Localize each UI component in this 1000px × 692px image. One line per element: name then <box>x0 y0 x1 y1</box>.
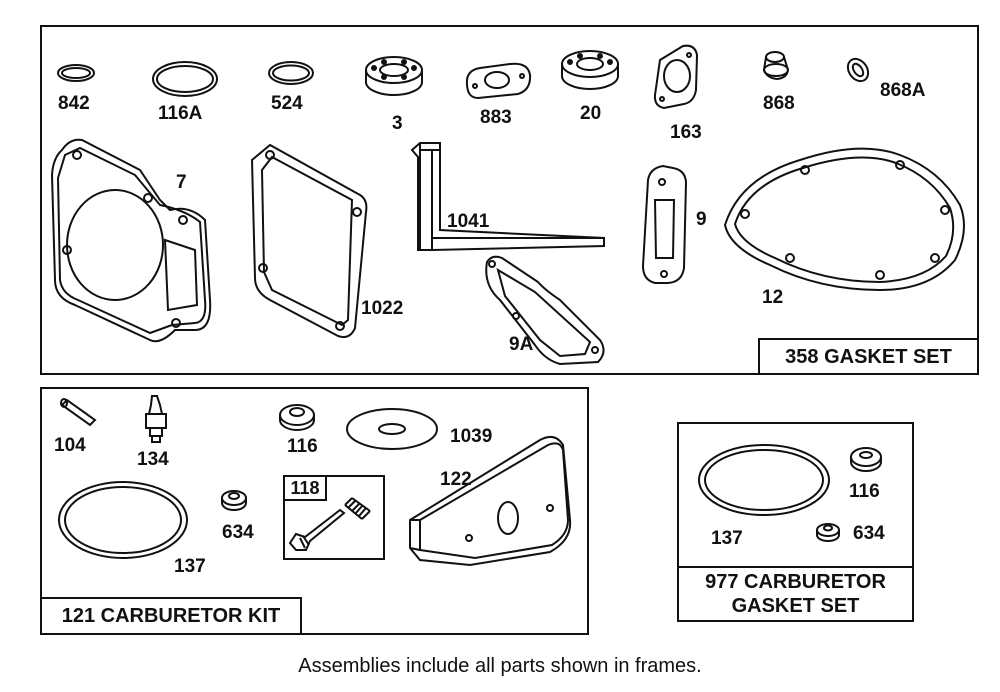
label-842: 842 <box>58 93 90 114</box>
label-20: 20 <box>580 103 602 124</box>
carb-gasket-set-title-line2: GASKET SET <box>731 595 860 617</box>
part-134-needle <box>145 395 167 443</box>
part-634-washer-right <box>816 523 840 542</box>
label-634-right: 634 <box>853 523 885 544</box>
label-868: 868 <box>763 93 795 114</box>
part-122-spacer <box>409 435 572 567</box>
part-116-washer-right <box>850 447 882 472</box>
label-3: 3 <box>392 113 403 134</box>
part-116-washer <box>279 404 315 431</box>
carb-gasket-set-title-line1: 977 CARBURETOR <box>705 571 886 593</box>
part-116A-ring <box>152 61 218 97</box>
part-137-ring <box>58 481 188 559</box>
part-9-gasket <box>641 164 688 284</box>
part-868A-washer <box>846 57 870 83</box>
part-1041-bar <box>410 142 605 251</box>
part-634-washer <box>221 490 247 511</box>
gasket-set-frame <box>40 25 979 375</box>
label-116: 116 <box>287 436 318 457</box>
label-9A: 9A <box>509 334 534 355</box>
subassembly-title: 118 <box>283 475 327 501</box>
part-883-gasket <box>465 62 532 100</box>
carburetor-kit-frame <box>40 387 589 635</box>
label-7: 7 <box>176 172 187 193</box>
part-868-seal <box>762 51 790 81</box>
label-137: 137 <box>174 556 206 577</box>
part-3-seal <box>365 56 423 96</box>
label-163: 163 <box>670 122 702 143</box>
label-134: 134 <box>137 449 169 470</box>
label-1022: 1022 <box>361 298 404 319</box>
label-116-right: 116 <box>849 481 880 502</box>
footnote: Assemblies include all parts shown in fr… <box>298 655 702 677</box>
label-1041: 1041 <box>447 211 490 232</box>
part-20-seal <box>561 50 619 90</box>
label-883: 883 <box>480 107 512 128</box>
carburetor-kit-title: 121 CARBURETOR KIT <box>40 597 302 635</box>
label-12: 12 <box>762 287 784 308</box>
part-7-head-gasket <box>50 138 212 343</box>
subassembly-frame <box>283 475 385 560</box>
label-137-right: 137 <box>711 528 743 549</box>
label-1039: 1039 <box>450 426 493 447</box>
part-9A-gasket <box>485 255 605 366</box>
gasket-set-title: 358 GASKET SET <box>758 338 979 375</box>
part-137-ring-right <box>698 444 830 516</box>
label-9: 9 <box>696 209 707 230</box>
part-524-ring <box>268 61 314 85</box>
label-524: 524 <box>271 93 303 114</box>
label-868A: 868A <box>880 80 926 101</box>
part-1022-gasket <box>250 143 368 338</box>
label-634: 634 <box>222 522 254 543</box>
part-12-crankcase-gasket <box>723 147 965 292</box>
part-1039-disk <box>346 408 438 450</box>
part-163-gasket <box>653 44 699 110</box>
carb-gasket-set-title: 977 CARBURETOR GASKET SET <box>677 566 914 622</box>
label-116A: 116A <box>158 103 203 124</box>
part-842-oring <box>57 64 95 82</box>
part-104-pin <box>60 398 97 427</box>
label-104: 104 <box>54 435 86 456</box>
label-122: 122 <box>440 469 472 490</box>
part-118-screw-spring <box>288 497 371 551</box>
